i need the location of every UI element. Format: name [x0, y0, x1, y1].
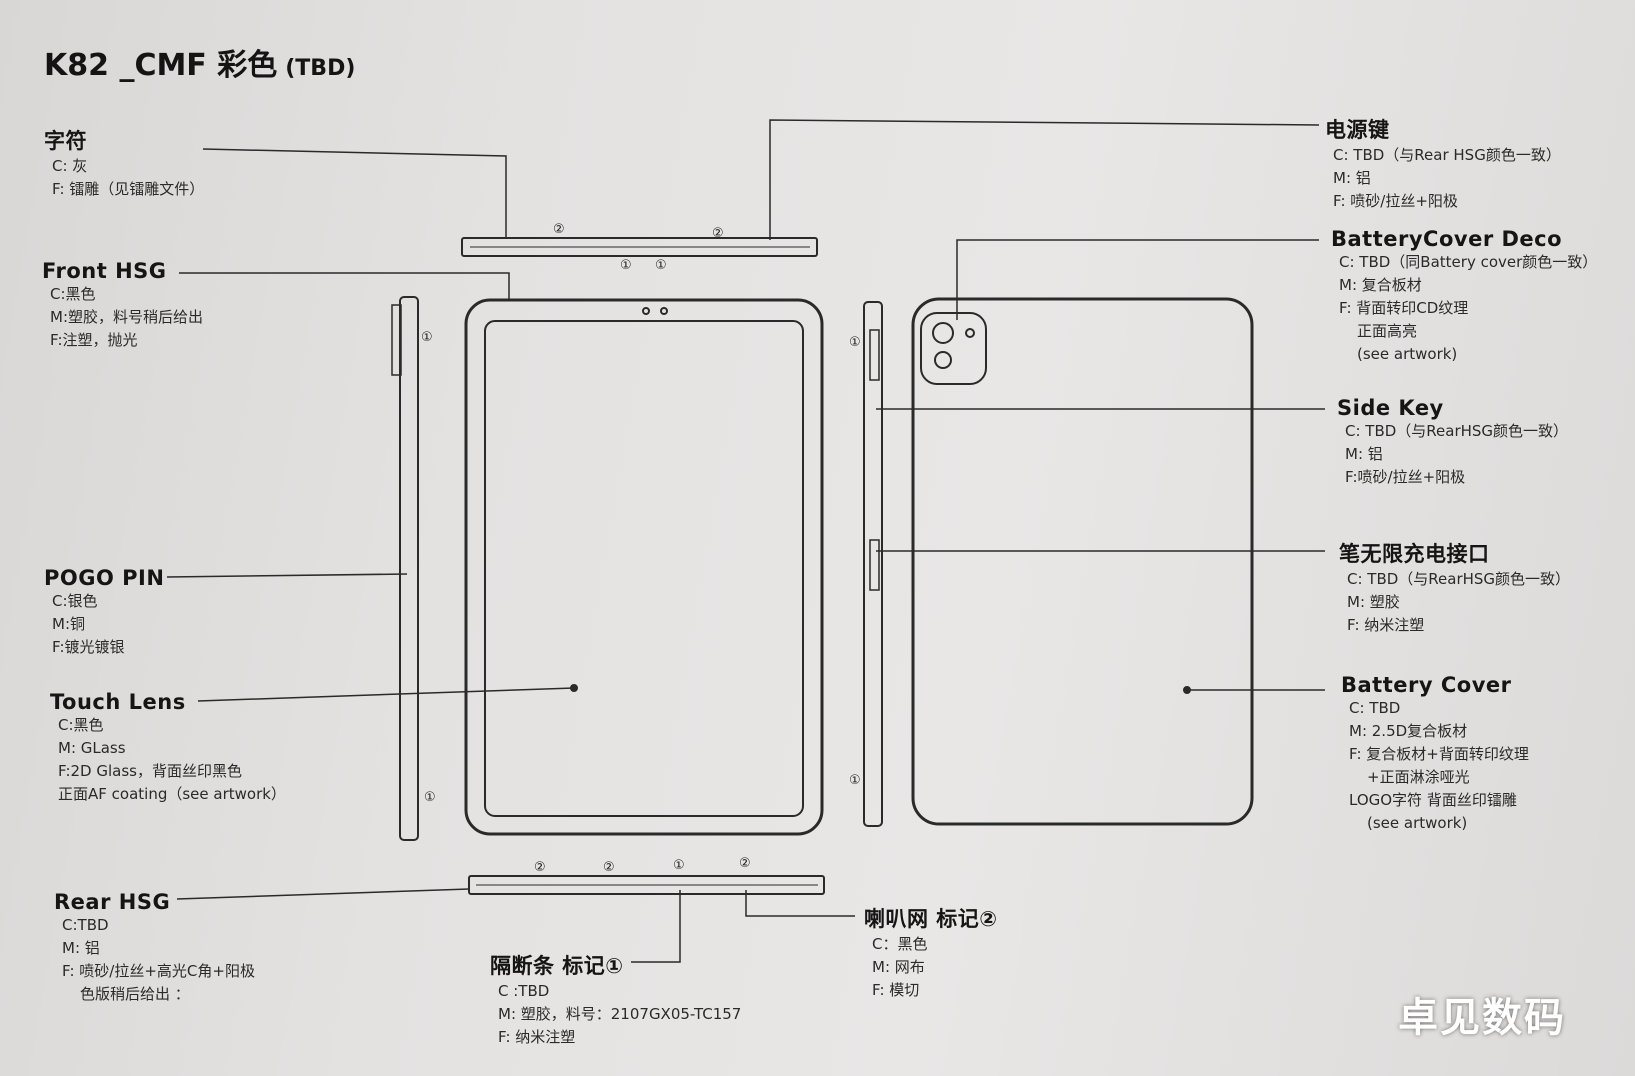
- callout-rear-hsg: Rear HSG C:TBD M: 铝 F: 喷砂/拉丝+高光C角+阳极 色版稍…: [54, 890, 255, 1003]
- callout-battery-cover-deco: BatteryCover Deco C: TBD（同Battery cover颜…: [1331, 227, 1598, 363]
- callout-separator: 隔断条 标记① C :TBD M: 塑胶，料号：2107GX05-TC157 F…: [490, 954, 742, 1046]
- callout-char: 字符 C: 灰 F: 镭雕（见镭雕文件）: [44, 129, 205, 198]
- front-view: [464, 298, 824, 836]
- page-title: K82 _CMF 彩色(TBD): [44, 48, 356, 83]
- marker-2: ②: [534, 860, 546, 875]
- marker-2: ②: [712, 226, 724, 241]
- watermark: 卓见数码: [1398, 995, 1566, 1041]
- callout-side-key: Side Key C: TBD（与RearHSG颜色一致） M: 铝 F:喷砂/…: [1337, 396, 1569, 486]
- marker-1: ①: [424, 790, 436, 805]
- back-view: [911, 297, 1254, 826]
- marker-1: ①: [849, 335, 861, 350]
- marker-1: ①: [655, 258, 667, 273]
- callout-speaker-mesh: 喇叭网 标记② C：黑色 M: 网布 F: 模切: [864, 907, 998, 999]
- callout-front-hsg: Front HSG C:黑色 M:塑胶，料号稍后给出 F:注塑，抛光: [42, 259, 203, 349]
- callout-power-key: 电源键 C: TBD（与Rear HSG颜色一致） M: 铝 F: 喷砂/拉丝+…: [1325, 118, 1561, 210]
- marker-2: ②: [553, 222, 565, 237]
- marker-1: ①: [849, 773, 861, 788]
- callout-pogo-pin: POGO PIN C:银色 M:铜 F:镀光镀银: [44, 566, 165, 656]
- title-suffix: (TBD): [285, 56, 356, 81]
- camera-module: [920, 312, 987, 385]
- right-side-view: [863, 301, 883, 827]
- callout-touch-lens: Touch Lens C:黑色 M: GLass F:2D Glass，背面丝印…: [50, 690, 286, 803]
- bottom-edge-view: [468, 875, 825, 895]
- screen: [484, 320, 804, 817]
- marker-1: ①: [620, 258, 632, 273]
- marker-2: ②: [739, 856, 751, 871]
- marker-1: ①: [673, 858, 685, 873]
- left-side-view: [399, 296, 419, 841]
- marker-1: ①: [421, 330, 433, 345]
- marker-2: ②: [603, 860, 615, 875]
- callout-pen-charging-port: 笔无限充电接口 C: TBD（与RearHSG颜色一致） M: 塑胶 F: 纳米…: [1339, 542, 1571, 634]
- callout-battery-cover: Battery Cover C: TBD M: 2.5D复合板材 F: 复合板材…: [1341, 673, 1529, 832]
- top-edge-view: [461, 237, 818, 257]
